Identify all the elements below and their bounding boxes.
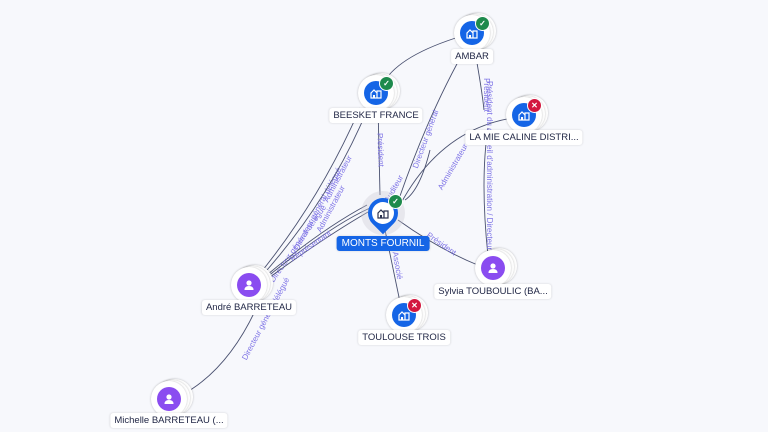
node-label[interactable]: Sylvia TOUBOULIC (BA... [434,284,552,299]
edge-line[interactable] [404,149,431,201]
edge-label: Administrateur [436,142,470,191]
building-icon [372,202,394,224]
node-label[interactable]: BEESKET FRANCE [329,108,423,123]
node-label[interactable]: TOULOUSE TROIS [358,330,450,345]
edge-label: Président [425,231,458,258]
edge-line[interactable] [261,211,369,284]
edge-line[interactable] [257,107,361,277]
node-label[interactable]: MONTS FOURNIL [336,236,430,251]
person-icon [481,256,505,280]
check-badge-icon: ✓ [475,16,490,31]
edge-line[interactable] [260,204,368,281]
person-icon [237,273,261,297]
node-label[interactable]: AMBAR [451,49,493,64]
node-label[interactable]: Michelle BARRETEAU (... [110,413,228,428]
node-label[interactable]: André BARRETEAU [201,300,297,315]
edge-label: Président [375,133,385,168]
check-badge-icon: ✓ [379,76,394,91]
edge-label: Président du conseil d'administration / … [485,81,494,279]
node-label[interactable]: LA MIE CALINE DISTRI... [465,130,583,145]
edge-line[interactable] [399,117,513,206]
person-icon [157,387,181,411]
check-badge-icon: ✓ [388,194,403,209]
edge-label: Président [482,78,491,113]
edge-line[interactable] [261,207,371,282]
closed-badge-icon: ✕ [407,298,422,313]
edge-line[interactable] [259,107,369,279]
closed-badge-icon: ✕ [527,98,542,113]
edge-line[interactable] [397,219,481,267]
